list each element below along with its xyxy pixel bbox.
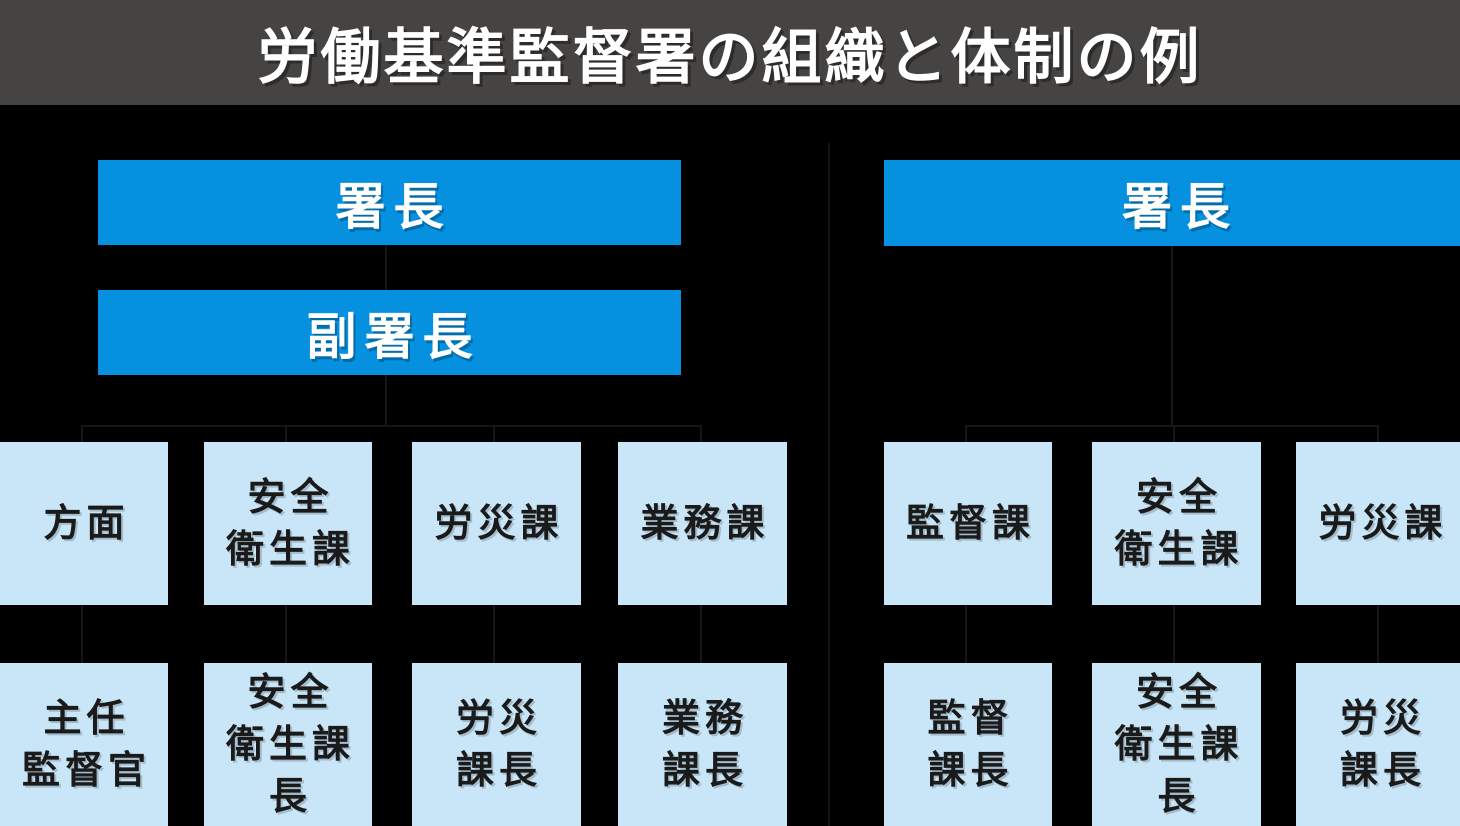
chief-label-line: 主任 (43, 697, 130, 740)
dept-label-line: 衛生課 (1114, 528, 1244, 571)
connector-line (285, 425, 287, 442)
connector-line (81, 425, 702, 427)
right-dept-box-rosaika: 労災課 (1296, 442, 1460, 605)
connector-line (1173, 425, 1175, 442)
connector-line (493, 425, 495, 442)
right-chief-box-rosai-kacho: 労災 課長 (1296, 663, 1460, 826)
left-deputy-director-label: 副署長 (306, 308, 481, 365)
connector-line (1171, 246, 1173, 425)
connector-line (700, 605, 702, 663)
chief-label-line: 安全 (247, 671, 334, 714)
left-dept-box-homen: 方面 (0, 442, 168, 605)
connector-line (965, 425, 1379, 427)
right-dept-box-anzen-eiseika: 安全 衛生課 (1092, 442, 1261, 605)
chief-label-line: 衛生課長 (1114, 723, 1244, 818)
connector-line (965, 605, 967, 663)
chief-label-line: 労災 (455, 697, 542, 740)
left-dept-box-anzen-eiseika: 安全 衛生課 (204, 442, 372, 605)
connector-line (965, 425, 967, 442)
connector-line (1377, 425, 1379, 442)
chief-label-line: 課長 (455, 749, 542, 792)
left-chief-box-shunin-kantokukan: 主任 監督官 (0, 663, 168, 826)
right-chief-box-kantoku-kacho: 監督 課長 (884, 663, 1052, 826)
chief-label-line: 課長 (1339, 749, 1426, 792)
dept-label-line: 衛生課 (225, 528, 355, 571)
chief-label-line: 衛生課長 (225, 723, 355, 818)
left-chief-box-rosai-kacho: 労災 課長 (412, 663, 581, 826)
left-dept-box-rosaika: 労災課 (412, 442, 581, 605)
dept-label-line: 労災課 (1318, 502, 1448, 545)
connector-line (385, 375, 387, 425)
dept-label-line: 安全 (1135, 476, 1222, 519)
connector-line (1377, 605, 1379, 663)
connector-line (81, 605, 83, 663)
connector-line (493, 605, 495, 663)
right-dept-box-kantokuka: 監督課 (884, 442, 1052, 605)
left-chief-director-label: 署長 (335, 178, 452, 235)
left-chief-box-gyomu-kacho: 業務 課長 (618, 663, 787, 826)
connector-line (385, 245, 387, 290)
connector-line (81, 425, 83, 442)
chief-label-line: 課長 (927, 749, 1014, 792)
left-chief-box-anzen-eisei-kacho: 安全 衛生課長 (204, 663, 372, 826)
title-bar: 労働基準監督署の組織と体制の例 (0, 0, 1460, 105)
left-dept-box-gyomuka: 業務課 (618, 442, 787, 605)
connector-line (700, 425, 702, 442)
dept-label-line: 業務課 (640, 502, 770, 545)
chief-label-line: 業務 (661, 697, 748, 740)
chief-label-line: 安全 (1135, 671, 1222, 714)
chief-label-line: 監督 (927, 697, 1014, 740)
connector-line (285, 605, 287, 663)
left-chief-director-box: 署長 (98, 160, 681, 245)
dept-label-line: 方面 (43, 502, 130, 545)
chart-divider-line (828, 143, 830, 826)
left-deputy-director-box: 副署長 (98, 290, 681, 375)
dept-label-line: 安全 (247, 476, 334, 519)
right-chief-director-label: 署長 (1122, 179, 1238, 235)
chief-label-line: 労災 (1339, 697, 1426, 740)
chief-label-line: 監督官 (21, 749, 151, 792)
right-chief-director-box: 署長 (884, 160, 1460, 246)
chief-label-line: 課長 (661, 749, 748, 792)
dept-label-line: 労災課 (434, 502, 564, 545)
connector-line (1173, 605, 1175, 663)
page-title: 労働基準監督署の組織と体制の例 (257, 24, 1203, 91)
right-chief-box-anzen-eisei-kacho: 安全 衛生課長 (1092, 663, 1261, 826)
dept-label-line: 監督課 (905, 502, 1035, 545)
